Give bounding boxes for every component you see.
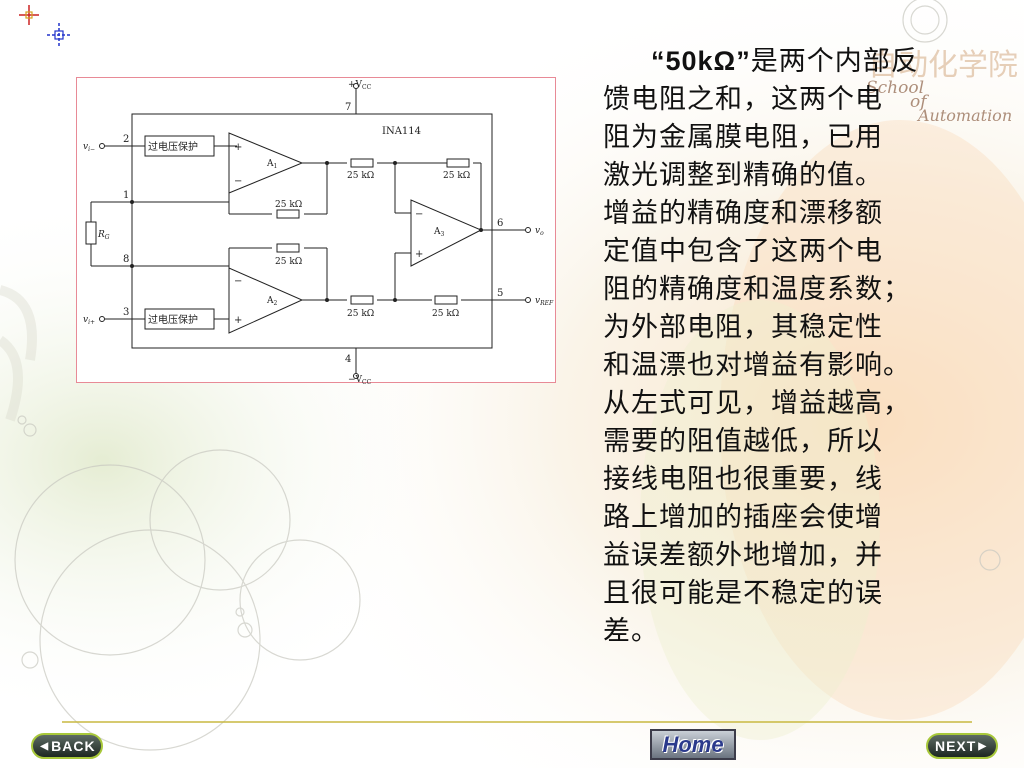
resistor-label-a2-feedback: 25 kΩ [275, 257, 302, 267]
ina114-circuit-diagram: INA114 2 1 8 3 7 4 6 5 +VCC −VCC 过电压保护 过… [83, 80, 554, 384]
next-arrow-icon: ▶ [978, 740, 988, 752]
op-amp-a2-label: A2 [266, 296, 278, 307]
text-line: 是两个内部反 [750, 46, 919, 77]
op-amp-a2 [228, 267, 304, 334]
text-line: 且很可能是不稳定的误 [603, 578, 883, 609]
next-button[interactable]: NEXT▶ [926, 733, 998, 759]
text-line: 差。 [603, 616, 659, 647]
red-crosshair-icon [19, 5, 39, 25]
pin-6-label: 6 [497, 218, 503, 229]
pin-2-label: 2 [123, 134, 129, 145]
pin-3-label: 3 [123, 307, 129, 318]
blue-crosshair-icon [47, 23, 71, 47]
resistor-label-a1-out: 25 kΩ [347, 171, 374, 181]
a2-minus-sign: − [234, 276, 242, 287]
resistor-a1-out [350, 158, 374, 168]
a1-minus-sign: − [234, 176, 242, 187]
school-watermark: 自动化学院 School of Automation [858, 40, 1018, 126]
chip-outline [131, 113, 493, 349]
protection-box-bottom [144, 308, 215, 330]
home-button-label: Home [662, 731, 724, 757]
ref-label: vREF [535, 296, 554, 307]
protection-box-top [144, 135, 215, 157]
resistor-a3-feedback [446, 158, 470, 168]
resistor-ref [434, 295, 458, 305]
a2-plus-sign: + [234, 315, 242, 326]
text-line: 和温漂也对增益有影响。 [603, 350, 911, 381]
school-watermark-en2: of [910, 92, 927, 112]
next-button-label: NEXT [934, 738, 977, 754]
resistor-a2-feedback [276, 243, 300, 253]
supply-bottom-label: −VCC [348, 375, 372, 384]
resistor-rg [85, 221, 97, 245]
school-watermark-en3: Automation [918, 106, 1013, 125]
protection-label-top: 过电压保护 [148, 140, 198, 153]
text-line: 接线电阻也很重要，线 [603, 464, 883, 495]
school-watermark-en1: School [866, 78, 925, 98]
circuit-diagram-frame: INA114 2 1 8 3 7 4 6 5 +VCC −VCC 过电压保护 过… [76, 77, 556, 384]
quote-value: “50kΩ” [651, 46, 751, 76]
text-line: 路上增加的插座会使增 [603, 502, 883, 533]
back-button-label: BACK [51, 738, 96, 754]
resistor-label-a3-feedback: 25 kΩ [443, 171, 470, 181]
a3-minus-sign: − [415, 209, 423, 220]
home-button[interactable]: Home [650, 729, 736, 760]
a1-plus-sign: + [234, 142, 242, 153]
back-button[interactable]: ◀BACK [31, 733, 103, 759]
input-minus-label: vi− [83, 142, 95, 153]
op-amp-a1 [228, 132, 304, 194]
school-watermark-cn: 自动化学院 [868, 48, 1018, 83]
pin-5-label: 5 [497, 288, 503, 299]
text-line: 为外部电阻，其稳定性 [603, 312, 883, 343]
rg-label: RG [97, 230, 110, 241]
resistor-a1-feedback [276, 209, 300, 219]
text-line: 定值中包含了这两个电 [603, 236, 883, 267]
text-line: 阻的精确度和温度系数； [603, 274, 911, 305]
output-label: vo [535, 226, 544, 237]
pin-8-label: 8 [123, 254, 129, 265]
text-line: 阻为金属膜电阻，已用 [603, 122, 883, 153]
op-amp-a3 [410, 199, 483, 267]
resistor-a2-out [350, 295, 374, 305]
input-plus-label: vi+ [83, 315, 95, 326]
text-line: 益误差额外地增加，并 [603, 540, 883, 571]
resistor-label-a2-out: 25 kΩ [347, 309, 374, 319]
a3-plus-sign: + [415, 249, 423, 260]
text-line: 馈电阻之和，这两个电 [603, 84, 883, 115]
back-arrow-icon: ◀ [40, 740, 50, 752]
text-line: 激光调整到精确的值。 [603, 160, 883, 191]
op-amp-a3-label: A3 [433, 227, 445, 238]
pin-7-label: 7 [345, 102, 351, 113]
pin-4-label: 4 [345, 354, 351, 365]
pin-1-label: 1 [123, 190, 129, 201]
op-amp-a1-label: A1 [266, 159, 277, 170]
resistor-label-a1-feedback: 25 kΩ [275, 200, 302, 210]
explanation-paragraph: “50kΩ”是两个内部反 馈电阻之和，这两个电 阻为金属膜电阻，已用 激光调整到… [603, 42, 975, 651]
text-line: 需要的阻值越低，所以 [603, 426, 883, 457]
supply-top-label: +VCC [348, 80, 372, 91]
resistor-label-ref: 25 kΩ [432, 309, 459, 319]
chip-label: INA114 [382, 126, 421, 137]
text-line: 增益的精确度和漂移额 [603, 198, 883, 229]
protection-label-bottom: 过电压保护 [148, 313, 198, 326]
text-line: 从左式可见，增益越高， [603, 388, 911, 419]
